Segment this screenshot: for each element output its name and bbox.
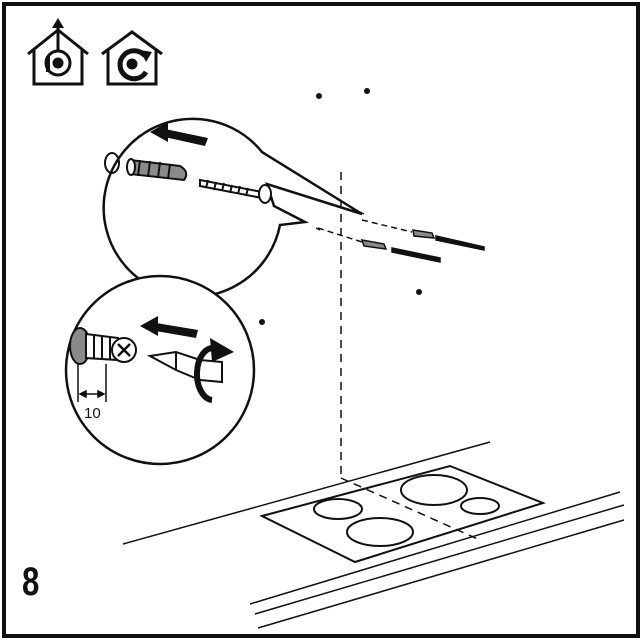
burner-3 <box>400 474 468 506</box>
dimension-label: 10 <box>84 405 101 422</box>
push-arrow-icon-2 <box>150 322 198 338</box>
wall-holes <box>259 88 422 325</box>
rotate-clockwise-icon <box>194 338 234 403</box>
dimension-marker <box>77 364 107 402</box>
wall-plug-icon <box>126 158 188 182</box>
screw-icon <box>199 178 272 204</box>
washer-icon <box>104 152 120 174</box>
extraction-mode-icon <box>27 18 89 86</box>
recirculation-mode-icon <box>101 30 163 86</box>
burner-4 <box>460 497 500 515</box>
worktop <box>122 441 625 629</box>
detail-bottom-magnifier <box>64 274 256 466</box>
burner-2 <box>346 517 414 547</box>
burner-1 <box>313 498 363 520</box>
hob <box>259 464 546 564</box>
push-arrow-icon <box>160 128 208 146</box>
screwdriver-icon <box>146 350 223 384</box>
step-number: 8 <box>22 560 40 604</box>
screw-head-icon <box>69 327 137 365</box>
detail-top-magnifier <box>102 117 363 299</box>
wall-fixings <box>315 211 485 263</box>
